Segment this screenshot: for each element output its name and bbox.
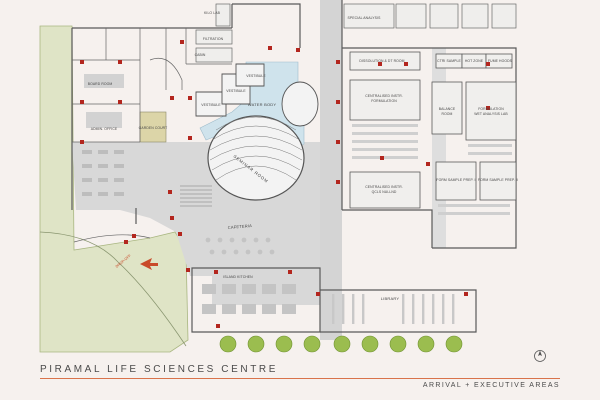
tree-icon [389, 335, 407, 353]
sheet-subtitle: ARRIVAL + EXECUTIVE AREAS [422, 382, 560, 389]
tree-icon [219, 335, 237, 353]
label-centralised-formulation-1: CENTRALISED INSTR. [365, 94, 403, 98]
title-block: PIRAMAL LIFE SCIENCES CENTRE ARRIVAL + E… [40, 364, 560, 392]
label-kilo-lab: KILO LAB [204, 11, 221, 15]
label-water-body: WATER BODY [248, 102, 277, 107]
entrance-arc [73, 234, 151, 243]
label-form-sample-prep-2: FORM SAMPLE PREP. II [478, 178, 518, 182]
label-library: LIBRARY [381, 296, 400, 301]
label-cafeteria: CAFETERIA [228, 223, 253, 230]
label-form-sample-prep-1: FORM SAMPLE PREP. I [436, 178, 475, 182]
label-dissolution-dt-room: DISSOLUTION & DT ROOM [359, 59, 404, 63]
vestibule-pods [195, 63, 319, 127]
label-centralised-formulation-2: FORMULATION [371, 99, 397, 103]
garden-court [139, 111, 167, 143]
label-admin-office: ADMIN. OFFICE [91, 127, 118, 131]
lab-corridor [432, 48, 446, 248]
landscape-curve-edge [39, 231, 187, 347]
label-special-analysis: SPECIAL ANALYSIS [348, 16, 382, 20]
label-garden-court: GARDEN COURT [139, 126, 168, 130]
tree-icon [275, 335, 293, 353]
label-balance-2: ROOM [442, 112, 453, 116]
library-shelves [332, 294, 455, 324]
cafeteria-furniture [202, 237, 296, 314]
label-vestibule-1: VESTIBULE [246, 74, 266, 78]
tree-icon [303, 335, 321, 353]
title-rule [40, 378, 560, 379]
label-centralised-qc-2: QCLS NULLND [372, 190, 397, 194]
label-centralised-qc-1: CENTRALISED INSTR. [365, 185, 403, 189]
project-title: PIRAMAL LIFE SCIENCES CENTRE [40, 364, 279, 375]
label-balance-1: BALANCE [439, 107, 456, 111]
structural-columns [80, 40, 490, 328]
tree-row [219, 335, 463, 353]
north-arrow-icon [534, 350, 546, 362]
label-board-room: BOARD ROOM [88, 82, 113, 86]
walls [71, 0, 517, 333]
tree-icon [333, 335, 351, 353]
label-vestibule-2: VESTIBULE [226, 89, 246, 93]
lab-benches [352, 124, 512, 215]
label-formulation-wet-1: FORMULATION [478, 107, 504, 111]
tree-icon [361, 335, 379, 353]
label-hot-zone: HOT ZONE [465, 59, 484, 63]
label-filtration: FILTRATION [203, 37, 224, 41]
drop-off-arrow-icon [140, 258, 158, 270]
label-fume-hoods: FUME HOODS [488, 59, 513, 63]
top-strip-rooms [195, 3, 517, 63]
tree-icon [417, 335, 435, 353]
label-cabin: CABIN [195, 53, 206, 57]
tree-icon [445, 335, 463, 353]
tree-icon [247, 335, 265, 353]
grand-stair [180, 185, 212, 207]
label-island-kitchen: ISLAND KITCHEN [223, 275, 253, 279]
lab-rooms [349, 51, 517, 209]
office-furniture [82, 74, 124, 196]
label-ctri-sample: CTRI SAMPLE [437, 59, 461, 63]
label-formulation-wet-2: WET ANALYSIS LAB [474, 112, 508, 116]
label-vestibule-3: VESTIBULE [201, 103, 221, 107]
seminar-room [207, 115, 305, 201]
central-corridor [320, 0, 342, 340]
